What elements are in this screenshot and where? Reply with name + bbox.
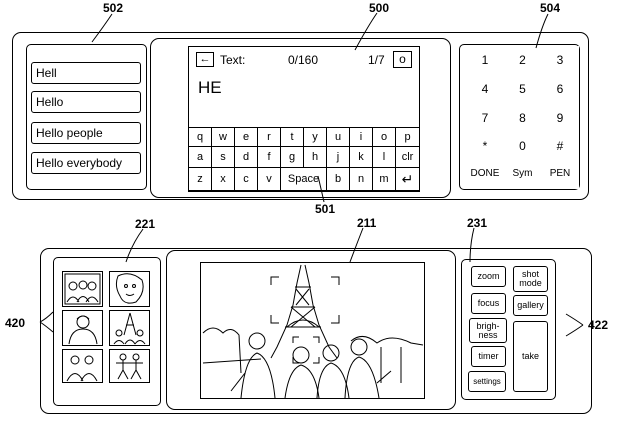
dancing-people-icon: [116, 353, 143, 380]
prediction-item-hello-people[interactable]: Hello people: [31, 122, 141, 144]
reference-number-211: 211: [357, 216, 377, 230]
back-button[interactable]: ←: [196, 52, 214, 67]
prediction-item-hell[interactable]: Hell: [31, 62, 141, 84]
timer-button[interactable]: timer: [471, 346, 506, 367]
numpad-key-5[interactable]: 5: [504, 75, 542, 105]
reference-number-501: 501: [315, 202, 336, 216]
thumbnail-image[interactable]: [109, 310, 150, 346]
reference-number-504: 504: [540, 1, 561, 15]
thumbnail-image[interactable]: [109, 349, 150, 383]
children-group-icon: [66, 355, 98, 382]
page-indicator: 1/7: [368, 53, 385, 67]
thumbnail-image[interactable]: [62, 271, 103, 307]
reference-number-231: 231: [467, 216, 488, 230]
reference-number-502: 502: [103, 1, 124, 15]
enter-arrow-icon: ↵: [401, 171, 414, 187]
numpad-key-9[interactable]: 9: [541, 104, 579, 134]
reference-number-221: 221: [135, 217, 156, 231]
entered-text: HE: [198, 78, 222, 97]
key-v[interactable]: v: [257, 167, 281, 191]
camera-viewfinder[interactable]: [200, 262, 425, 399]
take-photo-button[interactable]: take: [513, 321, 548, 392]
gallery-button[interactable]: gallery: [513, 295, 548, 316]
thumbnail-image[interactable]: [62, 349, 103, 383]
person-portrait-icon: [68, 315, 98, 345]
focus-button[interactable]: focus: [471, 293, 506, 314]
numpad-key-star[interactable]: *: [466, 133, 505, 162]
character-counter: 0/160: [288, 53, 319, 67]
people-group-icon: [64, 273, 101, 305]
reference-number-422: 422: [588, 318, 609, 332]
numpad-key-3[interactable]: 3: [541, 46, 579, 76]
portrait-face-icon: [115, 273, 144, 304]
thumbnail-image[interactable]: [62, 310, 103, 346]
prediction-item-hello-everybody[interactable]: Hello everybody: [31, 152, 141, 174]
text-label: Text:: [220, 53, 246, 67]
settings-button[interactable]: settings: [468, 371, 506, 392]
camera-screen: [166, 250, 456, 410]
key-x[interactable]: x: [211, 167, 235, 191]
text-display-area: [188, 46, 420, 192]
key-b[interactable]: b: [326, 167, 350, 191]
mode-button[interactable]: o: [393, 51, 412, 68]
numpad-key-6[interactable]: 6: [541, 75, 579, 105]
key-n[interactable]: n: [349, 167, 373, 191]
thumbnail-image[interactable]: [109, 271, 150, 307]
zoom-button[interactable]: zoom: [471, 266, 506, 287]
reference-number-420: 420: [5, 316, 26, 330]
back-arrow-icon: ←: [199, 53, 211, 65]
numpad-sym-button[interactable]: Sym: [504, 161, 542, 189]
shot-mode-button[interactable]: shot mode: [513, 266, 548, 292]
prediction-item-hello[interactable]: Hello: [31, 91, 141, 113]
tower-group-icon: [113, 312, 146, 345]
numpad-pen-button[interactable]: PEN: [541, 161, 579, 189]
numpad-key-0[interactable]: 0: [504, 133, 542, 162]
reference-number-500: 500: [369, 1, 390, 15]
numpad-done-button[interactable]: DONE: [466, 161, 505, 189]
key-enter[interactable]: ↵: [395, 167, 420, 191]
eiffel-tower-scene-image: [202, 264, 424, 399]
prediction-panel: [26, 44, 147, 190]
brightness-button[interactable]: brigh-ness: [469, 318, 507, 343]
numpad-key-8[interactable]: 8: [504, 104, 542, 134]
numpad-key-1[interactable]: 1: [466, 46, 505, 76]
